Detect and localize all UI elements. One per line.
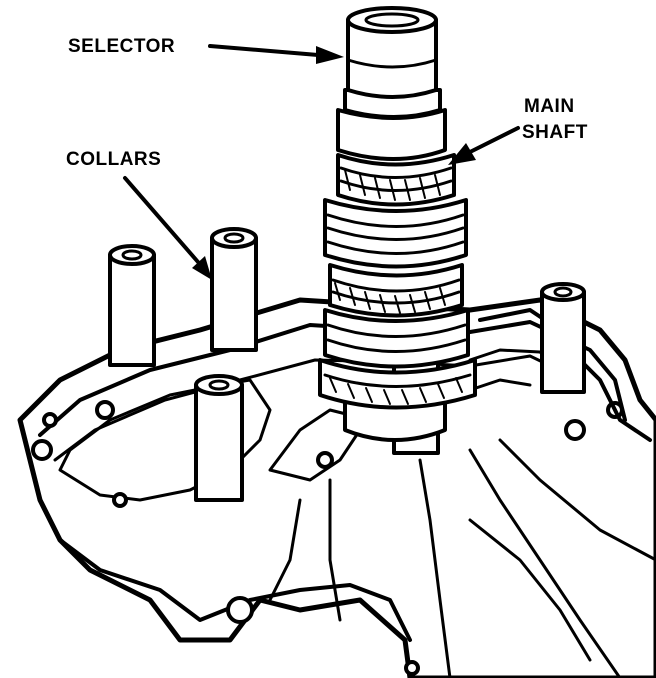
arrow-collars-icon — [123, 176, 212, 280]
label-main-shaft-line1: MAIN — [524, 96, 575, 117]
collar-post-1 — [108, 244, 156, 367]
label-main-shaft-line2: SHAFT — [522, 122, 588, 143]
collar-post-5 — [540, 282, 586, 394]
label-collars: COLLARS — [66, 149, 161, 170]
transmission-case — [17, 297, 656, 678]
arrow-main-shaft-icon — [448, 126, 520, 165]
label-main-shaft-group: MAIN SHAFT — [448, 96, 588, 165]
selector — [346, 6, 438, 99]
label-selector-group: SELECTOR — [68, 36, 344, 64]
collar-post-2 — [210, 227, 258, 352]
label-selector: SELECTOR — [68, 36, 175, 57]
arrow-selector-icon — [208, 44, 344, 64]
label-collars-group: COLLARS — [66, 149, 212, 280]
main-shaft-assembly — [318, 88, 477, 442]
collar-post-3 — [194, 374, 244, 502]
